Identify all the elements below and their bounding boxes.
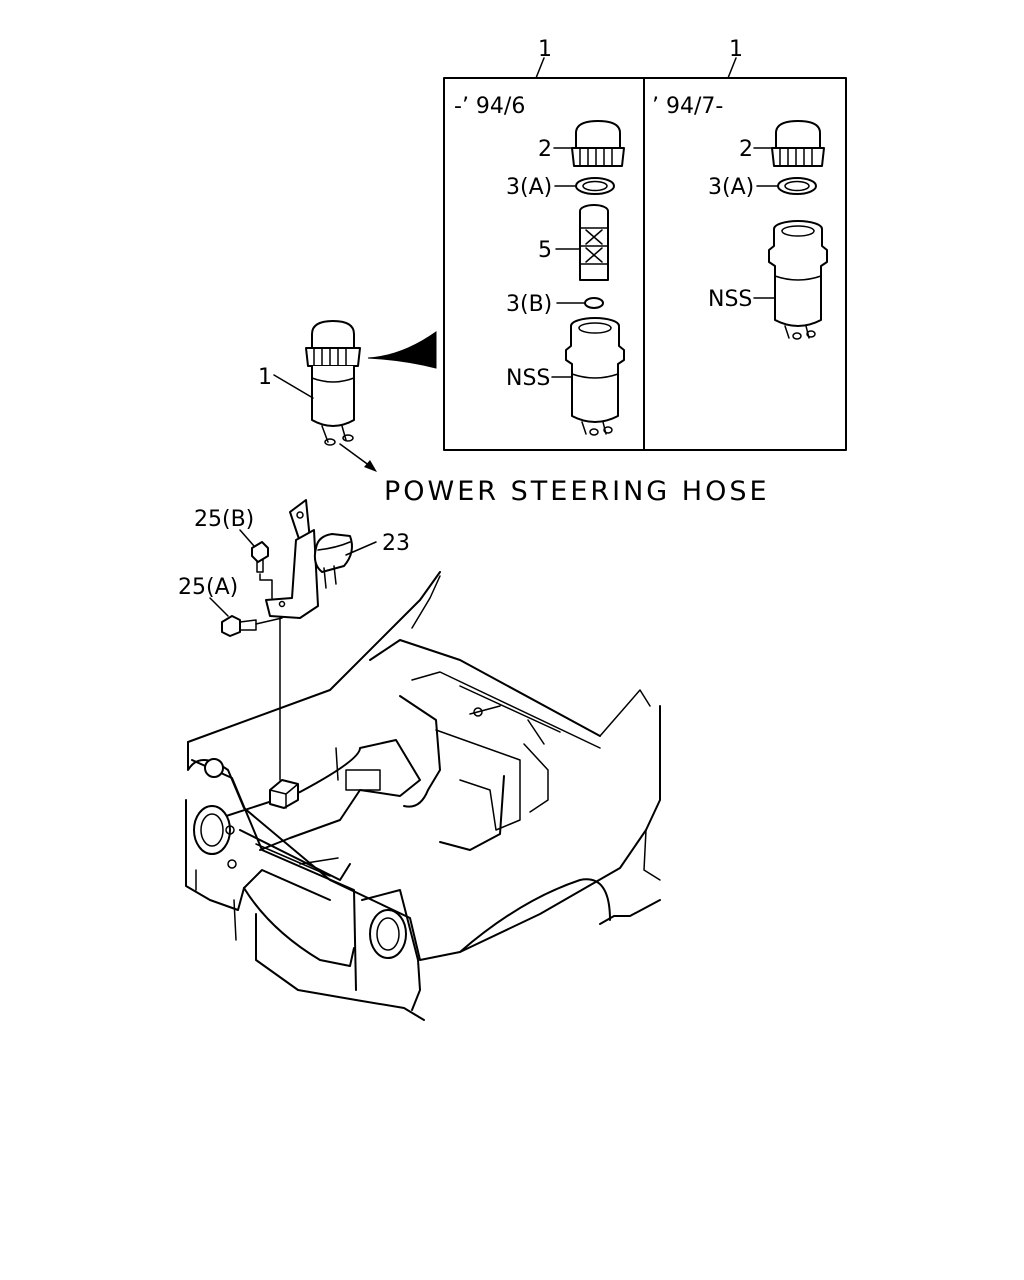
variant-label-late: ’ 94/7- (652, 94, 723, 119)
callout-bolt-b: 25(B) (194, 507, 254, 532)
reservoir-main (305, 320, 361, 446)
seal-a-right (777, 177, 817, 195)
callout-seal-a-right: 3(A) (708, 175, 754, 200)
callout-assembly-main: 1 (258, 365, 272, 390)
callout-seal-a-left: 3(A) (506, 175, 552, 200)
callout-filter: 5 (538, 238, 552, 263)
detail-pointer-arrow (367, 331, 437, 369)
reservoir-bracket (265, 499, 353, 619)
seal-b (584, 297, 604, 309)
reservoir-cap-left (571, 120, 625, 167)
callout-nss-left: NSS (506, 366, 550, 391)
vehicle-engine-bay (185, 571, 661, 1021)
filter-element (579, 204, 609, 281)
callout-seal-b: 3(B) (506, 292, 552, 317)
variant-panels (443, 57, 847, 451)
reservoir-cap-right (771, 120, 825, 167)
variant-label-early: -’ 94/6 (454, 94, 525, 119)
callout-bracket: 23 (382, 531, 410, 556)
callout-cap-left: 2 (538, 137, 552, 162)
callout-bolt-a: 25(A) (178, 575, 238, 600)
reservoir-body-left (565, 317, 625, 436)
callout-nss-right: NSS (708, 287, 752, 312)
reservoir-body-right (768, 220, 828, 340)
seal-a-left (575, 177, 615, 195)
power-steering-hose-label: POWER STEERING HOSE (384, 476, 770, 507)
hose-arrow (339, 443, 377, 472)
bolt-25a (221, 615, 257, 637)
variant-panel-late (643, 77, 847, 451)
callout-assembly-left: 1 (538, 37, 552, 62)
bolt-25b (251, 541, 269, 573)
callout-cap-right: 2 (739, 137, 753, 162)
callout-assembly-right: 1 (729, 37, 743, 62)
